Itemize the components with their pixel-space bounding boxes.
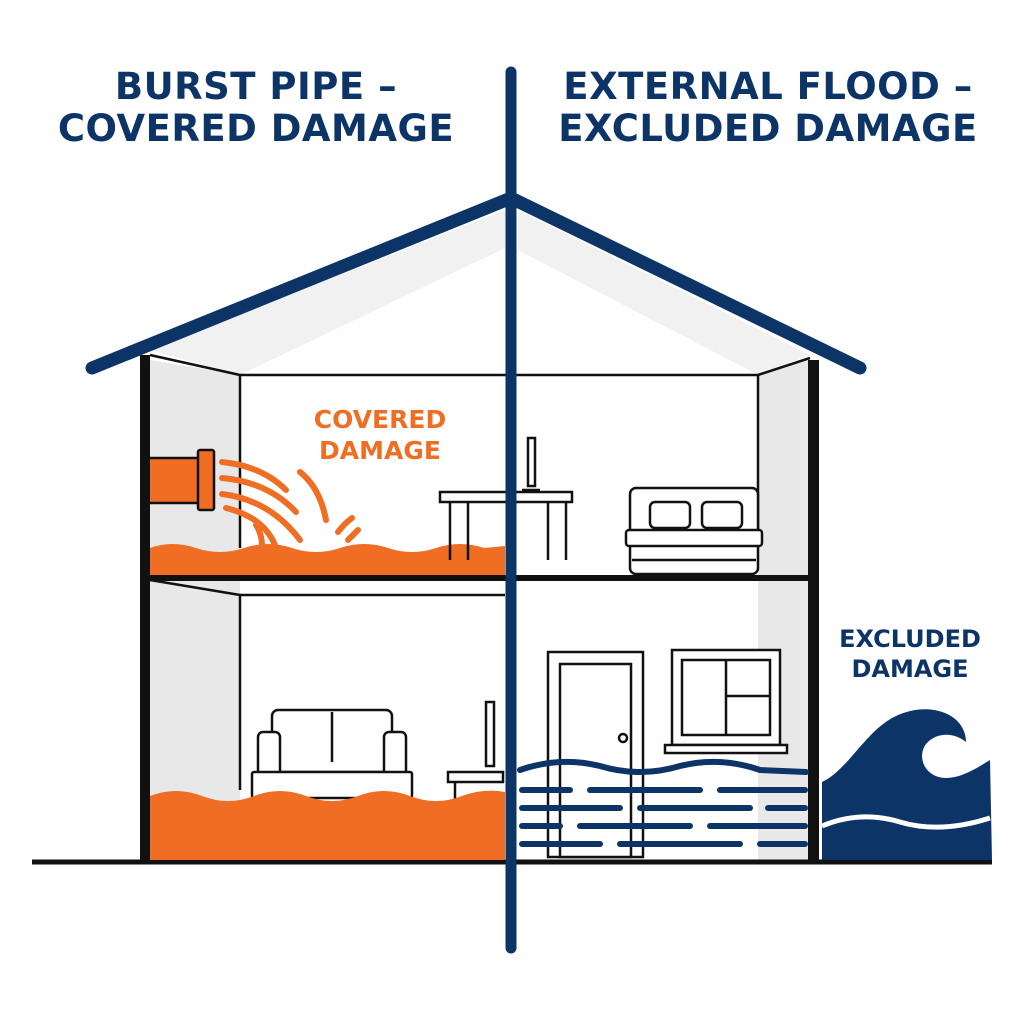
upstairs-pooled-water: [150, 544, 505, 575]
title-left-line1: BURST PIPE –: [114, 65, 398, 108]
title-external-flood-excluded: EXTERNAL FLOOD – EXCLUDED DAMAGE: [538, 66, 998, 150]
covered-label-line1: COVERED: [313, 405, 447, 434]
water-spray-icon: [219, 459, 361, 551]
side-table-lamp-icon: [446, 700, 505, 800]
flood-water-lines: [517, 758, 809, 847]
excluded-label-line2: DAMAGE: [851, 655, 969, 683]
excluded-label-line1: EXCLUDED: [839, 625, 981, 653]
title-left-line2: COVERED DAMAGE: [57, 107, 455, 150]
exterior-walls: [140, 355, 819, 863]
covered-label-line2: DAMAGE: [319, 436, 441, 465]
covered-damage-label: COVERED DAMAGE: [285, 404, 475, 466]
burst-pipe-icon: [150, 448, 216, 512]
title-right-line1: EXTERNAL FLOOD –: [563, 65, 973, 108]
ocean-wave-icon: [821, 709, 992, 860]
excluded-damage-label: EXCLUDED DAMAGE: [815, 624, 1005, 684]
title-burst-pipe-covered: BURST PIPE – COVERED DAMAGE: [26, 66, 486, 150]
downstairs-pooled-water: [150, 790, 505, 860]
window-icon: [663, 648, 789, 755]
bed-icon: [624, 486, 764, 576]
sofa-icon: [250, 708, 414, 800]
title-right-line2: EXCLUDED DAMAGE: [558, 107, 978, 150]
lamp-icon: [522, 436, 540, 492]
floor-slab: [148, 575, 810, 581]
